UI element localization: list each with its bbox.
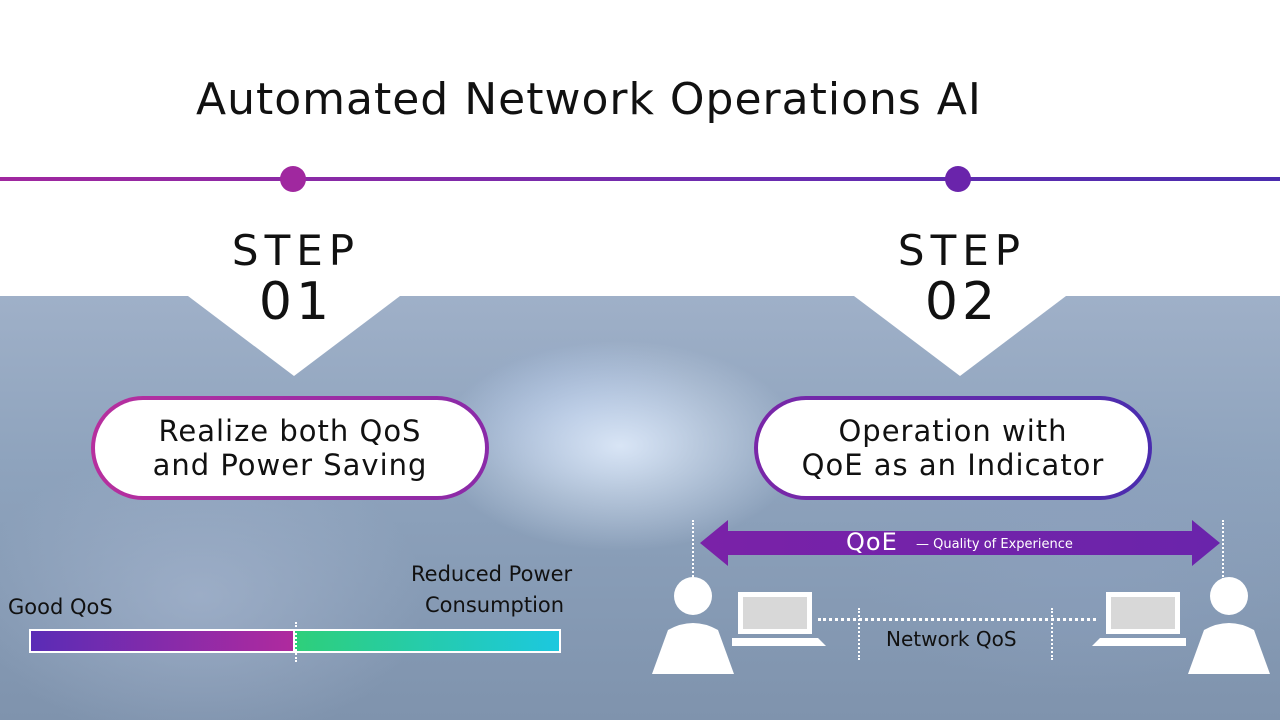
qos-bar xyxy=(31,631,295,651)
step-02-label: STEP xyxy=(897,226,1027,275)
page-title: Automated Network Operations AI xyxy=(196,74,982,125)
step-02-text-line1: Operation with xyxy=(838,414,1068,448)
qoe-left-guide xyxy=(692,520,694,580)
right-person-icon xyxy=(1188,577,1270,674)
step-01-description-pill: Realize both QoS and Power Saving xyxy=(91,396,489,500)
qoe-subtitle: — Quality of Experience xyxy=(916,537,1073,552)
network-connection-line xyxy=(818,618,1096,621)
qoe-label: QoE xyxy=(846,528,898,556)
step-02-text-line2: QoE as an Indicator xyxy=(801,448,1105,482)
step-01-label: STEP xyxy=(231,226,361,275)
good-qos-label: Good QoS xyxy=(8,595,113,619)
network-qos-left-guide xyxy=(858,608,860,660)
timeline-dot-step-01 xyxy=(280,166,306,192)
step-02-pointer xyxy=(854,296,1066,376)
reduced-power-label-line1: Reduced Power xyxy=(411,562,573,586)
power-bar xyxy=(295,631,559,651)
bar-divider-line xyxy=(295,622,297,662)
timeline-dot-step-02 xyxy=(945,166,971,192)
left-laptop-icon xyxy=(732,592,826,646)
network-qos-right-guide xyxy=(1051,608,1053,660)
step-01-pointer xyxy=(188,296,400,376)
step-01-number: 01 xyxy=(258,272,334,332)
timeline-line xyxy=(0,177,1280,181)
right-laptop-icon xyxy=(1092,592,1186,646)
network-qos-label: Network QoS xyxy=(886,627,1017,651)
step-02-number: 02 xyxy=(924,272,1000,332)
step-01-text-line2: and Power Saving xyxy=(152,448,428,482)
qoe-right-guide xyxy=(1222,520,1224,580)
step-01-text-line1: Realize both QoS xyxy=(158,414,422,448)
left-person-icon xyxy=(652,577,734,674)
step-02-description-pill: Operation with QoE as an Indicator xyxy=(754,396,1152,500)
reduced-power-label-line2: Consumption xyxy=(425,593,565,617)
qoe-double-arrow xyxy=(700,520,1220,566)
